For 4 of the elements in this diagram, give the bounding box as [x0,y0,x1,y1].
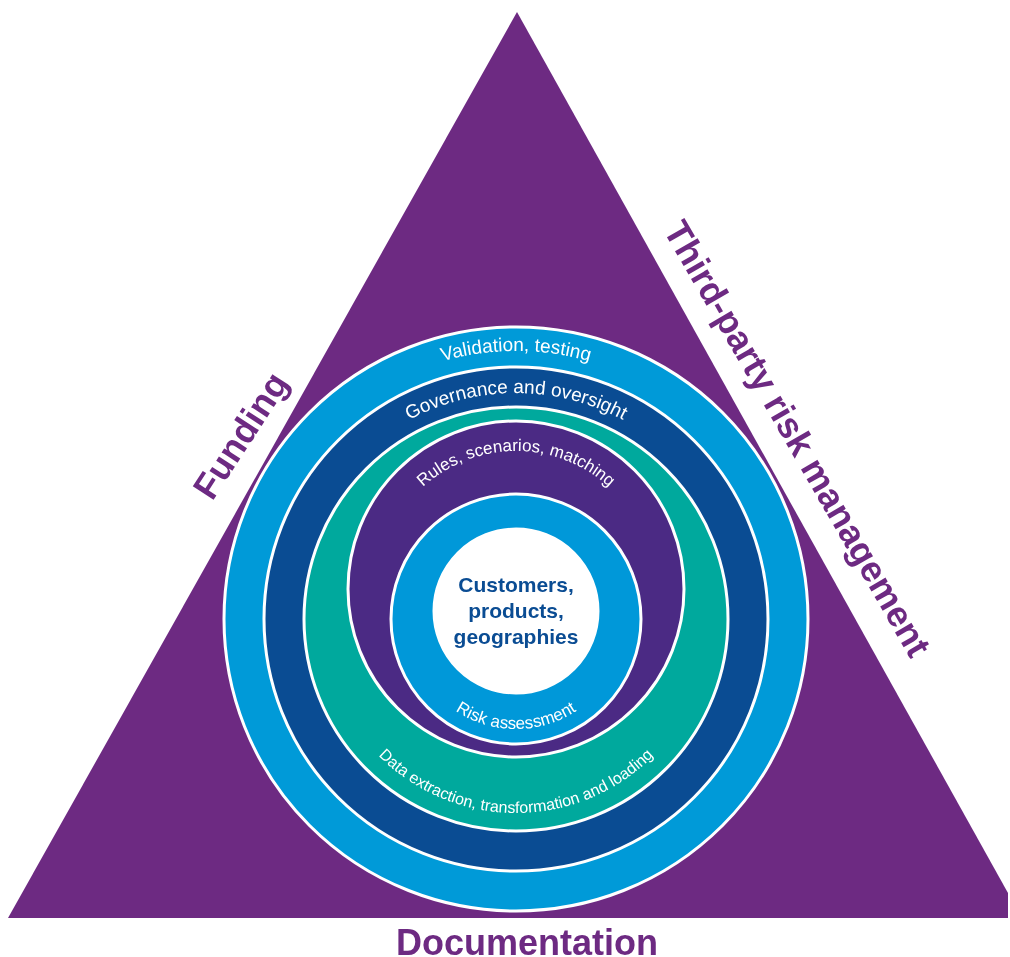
center-label: Customers, products, geographies [452,571,580,651]
ring-label: Validation, testing [438,333,594,366]
ring-label: Risk assessment [453,697,579,734]
bottom-side-label: Documentation [396,921,658,957]
